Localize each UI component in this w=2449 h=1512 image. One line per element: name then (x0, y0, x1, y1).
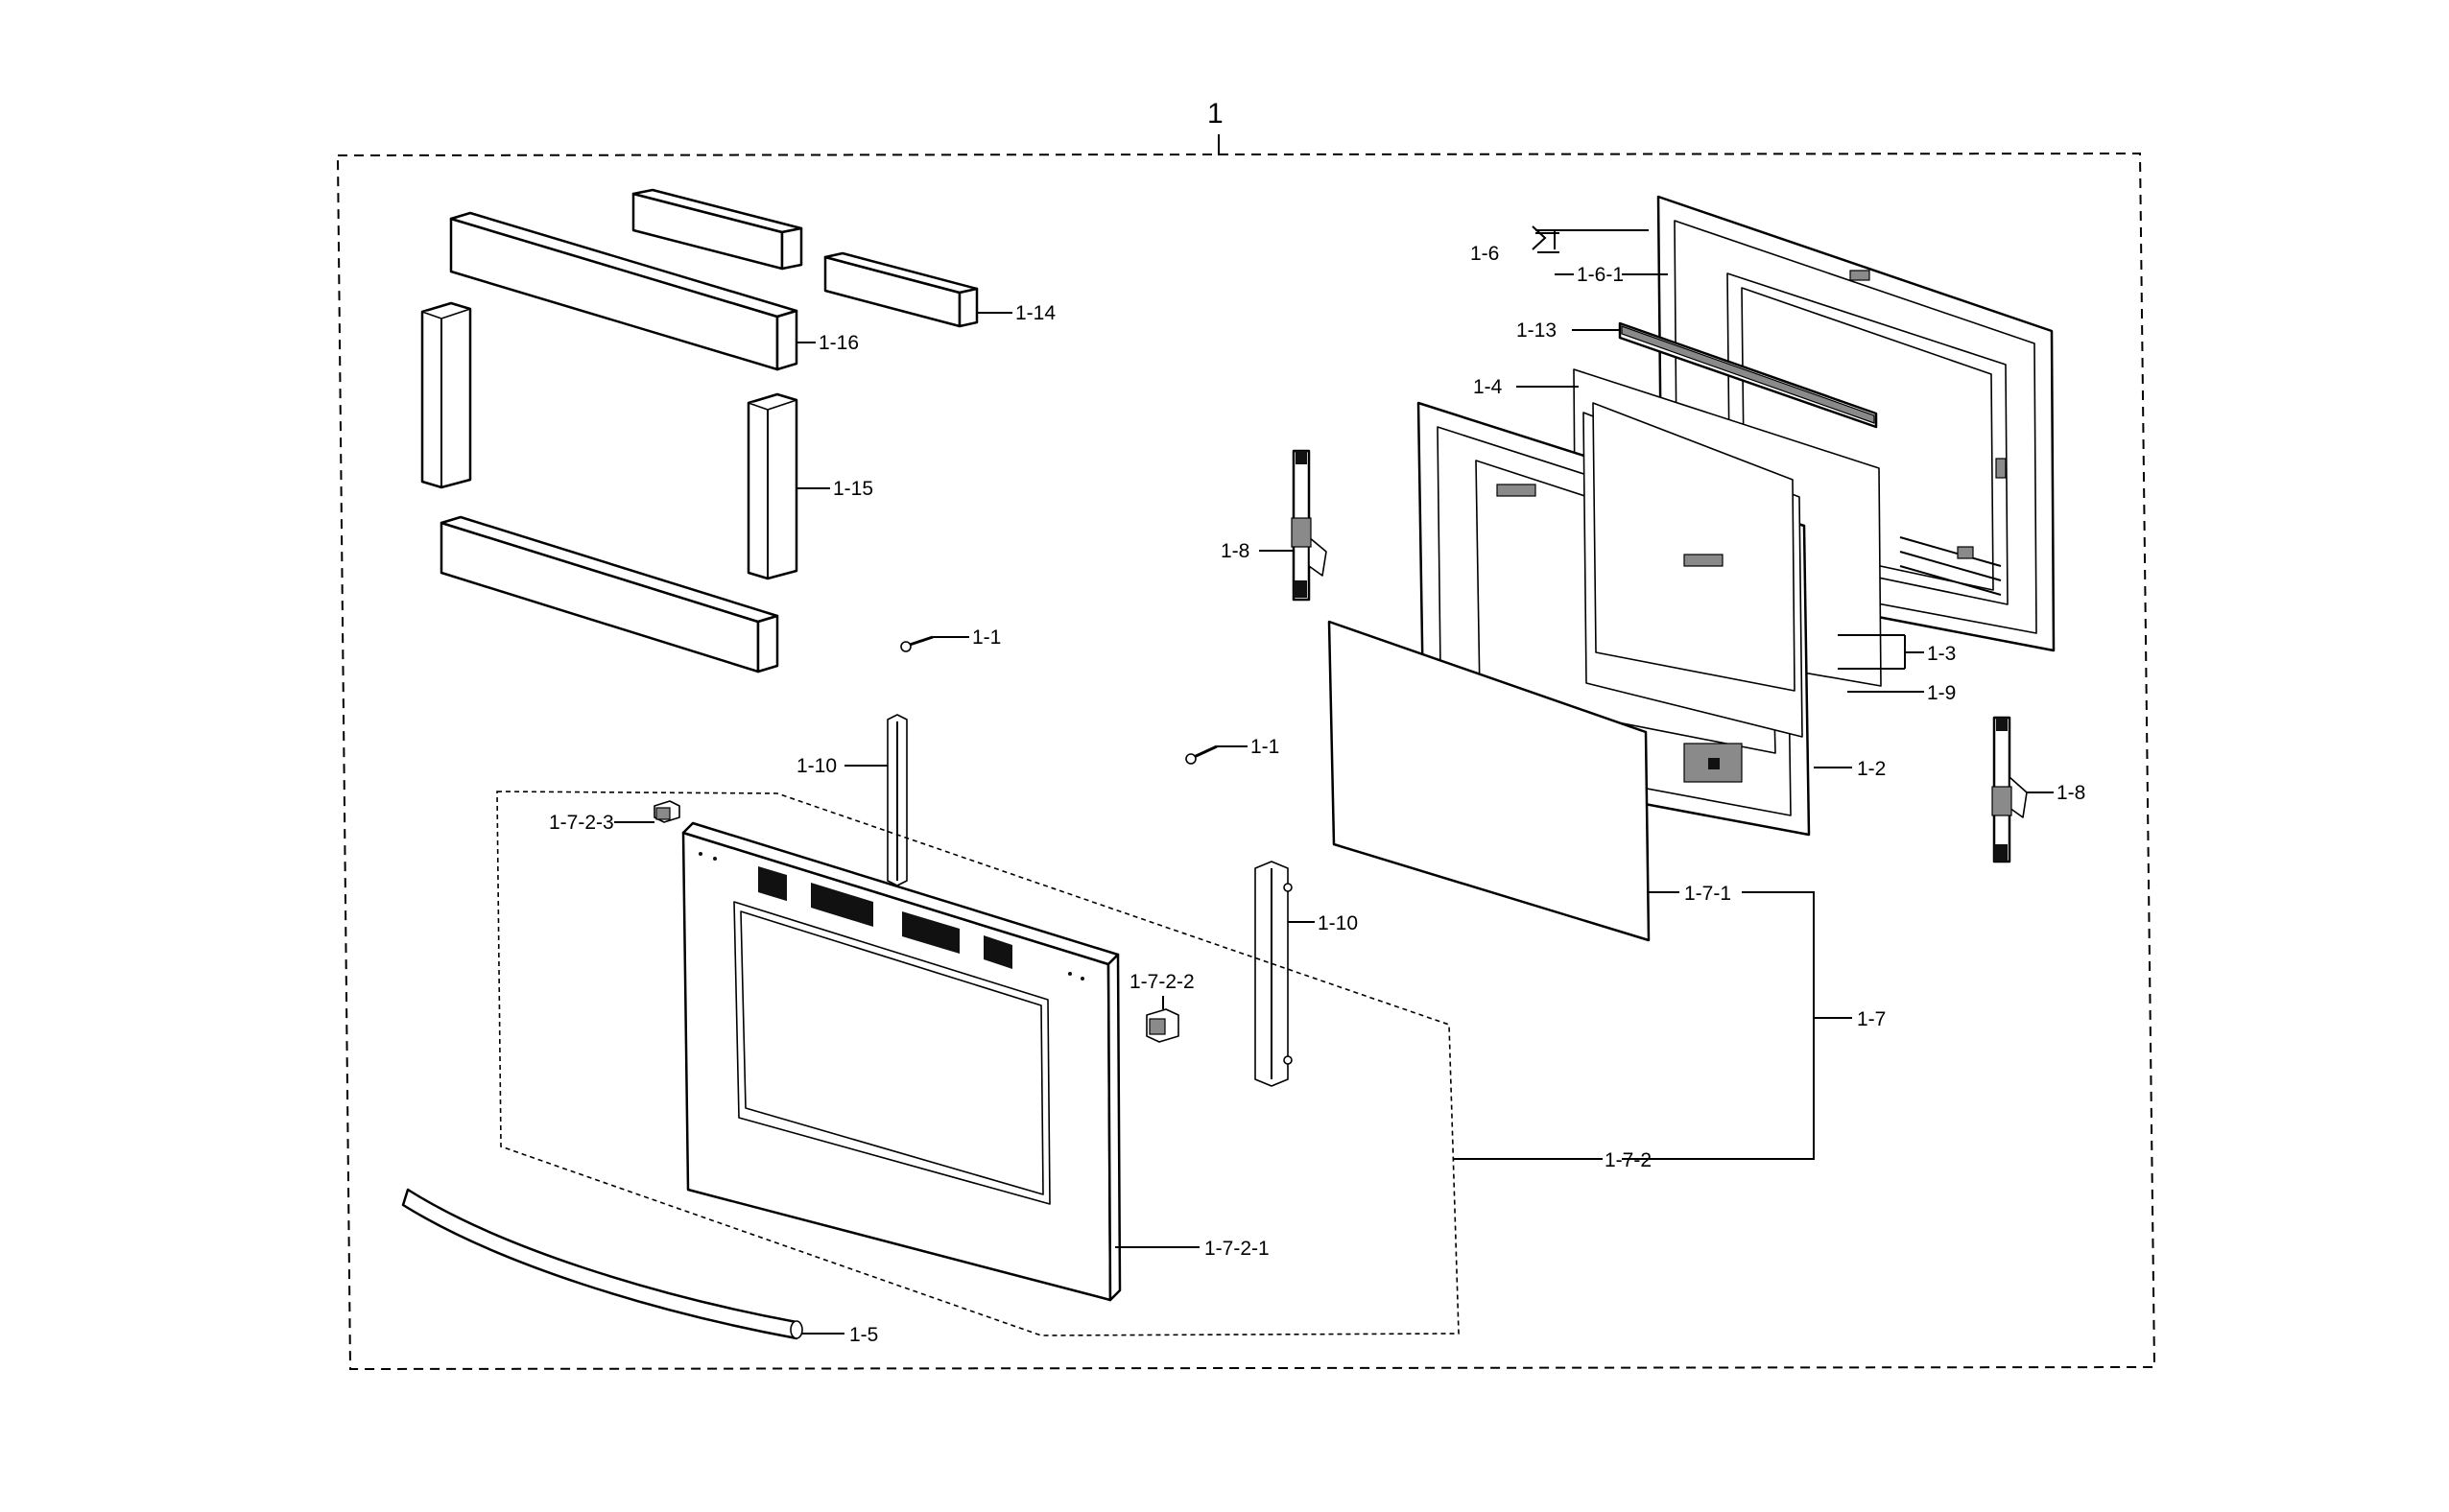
insulation-bottom (440, 515, 779, 673)
label-1-6-1: 1-6-1 (1577, 264, 1624, 286)
label-1-1-lower: 1-1 (1250, 736, 1279, 758)
hinge-1-8-left (1291, 449, 1327, 602)
label-1-10-upper: 1-10 (797, 755, 837, 777)
insulation-1-15 (747, 392, 798, 580)
label-1-7: 1-7 (1857, 1008, 1886, 1030)
label-1-7-2-2: 1-7-2-2 (1129, 971, 1195, 993)
label-1-9: 1-9 (1927, 682, 1956, 704)
screw-1-1-upper (900, 635, 969, 652)
insulation-left-vertical (420, 301, 472, 489)
label-1-7-2-3: 1-7-2-3 (549, 812, 614, 834)
label-1-16: 1-16 (819, 332, 859, 354)
strip-1-13 (1618, 321, 1878, 429)
label-1-8-right: 1-8 (2057, 782, 2085, 804)
label-1-7-2: 1-7-2 (1605, 1149, 1652, 1171)
label-1-10-lower: 1-10 (1318, 912, 1358, 934)
label-1: 1 (1207, 98, 1224, 130)
label-1-2: 1-2 (1857, 758, 1886, 780)
insulation-top-small (631, 188, 803, 271)
label-1-1-upper: 1-1 (972, 626, 1001, 649)
clip-1-7-2-3 (654, 800, 680, 823)
label-1-13: 1-13 (1516, 319, 1557, 342)
hinge-1-8-right (1991, 716, 2028, 863)
label-1-8-left: 1-8 (1221, 540, 1249, 562)
outer-glass-1-7-1 (1327, 620, 1651, 942)
label-1-3: 1-3 (1927, 643, 1956, 665)
clip-1-7-2-2 (1146, 1008, 1179, 1043)
rail-1-10-upper (887, 714, 908, 886)
label-1-7-1: 1-7-1 (1684, 883, 1731, 905)
assembly-boundary (336, 152, 2156, 1371)
label-1-15: 1-15 (833, 478, 873, 500)
label-1-6: 1-6 (1470, 243, 1499, 265)
handle-1-5 (401, 1188, 803, 1340)
outer-door-1-7-2-1 (681, 821, 1122, 1302)
screw-1-1-lower (1185, 744, 1248, 765)
label-1-7-2-1: 1-7-2-1 (1204, 1238, 1270, 1260)
rail-1-10-lower (1254, 861, 1293, 1087)
insulation-1-14 (823, 251, 979, 328)
label-1-5: 1-5 (849, 1324, 878, 1346)
insulation-1-16 (449, 211, 798, 371)
outer-door-boundary (496, 791, 1460, 1336)
label-1-14: 1-14 (1015, 302, 1056, 324)
label-1-4: 1-4 (1473, 376, 1503, 398)
